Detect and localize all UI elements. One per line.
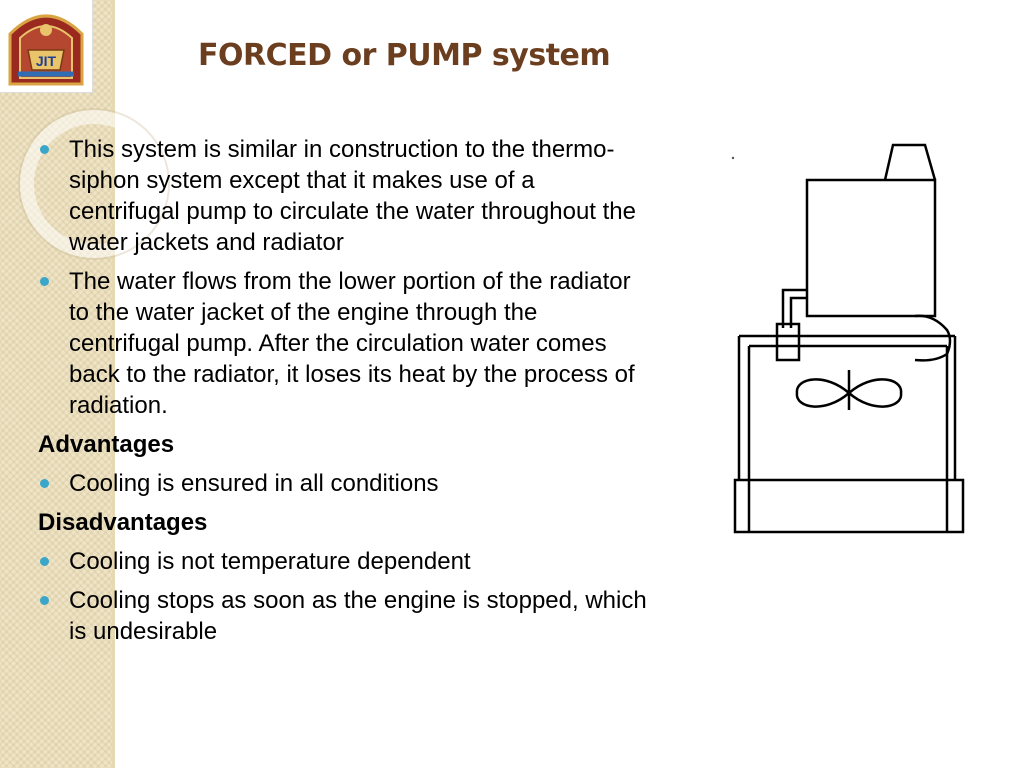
institute-logo: JIT	[0, 0, 92, 92]
disadvantages-heading: Disadvantages	[38, 509, 208, 536]
upper-hose	[781, 288, 807, 328]
logo-emblem-icon: JIT	[8, 14, 84, 86]
bullet-item: Cooling is not temperature dependent	[38, 546, 648, 577]
radiator-tank	[805, 178, 937, 318]
bullet-text: Cooling stops as soon as the engine is s…	[69, 587, 647, 645]
slide-title: FORCED or PUMP system	[198, 38, 611, 73]
disadvantages-list: Cooling is not temperature dependent Coo…	[38, 546, 648, 647]
filler-cap-shape	[883, 143, 937, 181]
base-divider	[747, 480, 949, 532]
bullet-dot-icon	[40, 557, 49, 566]
slide-content: This system is similar in construction t…	[38, 134, 648, 655]
bullet-dot-icon	[40, 145, 49, 154]
bullet-text: The water flows from the lower portion o…	[69, 268, 635, 419]
bullet-text: Cooling is not temperature dependent	[69, 548, 471, 575]
bullet-dot-icon	[40, 596, 49, 605]
hose-connector	[914, 314, 952, 362]
bullet-text: Cooling is ensured in all conditions	[69, 470, 439, 497]
advantages-heading: Advantages	[38, 431, 175, 458]
bullet-item: Cooling is ensured in all conditions	[38, 468, 648, 499]
side-strip-edge	[112, 0, 115, 768]
bullet-dot-icon	[40, 277, 49, 286]
bullet-item: This system is similar in construction t…	[38, 134, 648, 258]
intro-bullet-list: This system is similar in construction t…	[38, 134, 648, 421]
advantages-list: Cooling is ensured in all conditions	[38, 468, 648, 499]
pump-shape	[775, 322, 801, 362]
bullet-item: Cooling stops as soon as the engine is s…	[38, 585, 648, 647]
engine-base	[733, 478, 965, 534]
bullet-dot-icon	[40, 479, 49, 488]
cooling-system-diagram	[731, 143, 965, 534]
bullet-item: The water flows from the lower portion o…	[38, 266, 648, 421]
engine-block-outline	[737, 334, 957, 480]
bullet-text: This system is similar in construction t…	[69, 136, 636, 256]
logo-text: JIT	[36, 53, 57, 69]
